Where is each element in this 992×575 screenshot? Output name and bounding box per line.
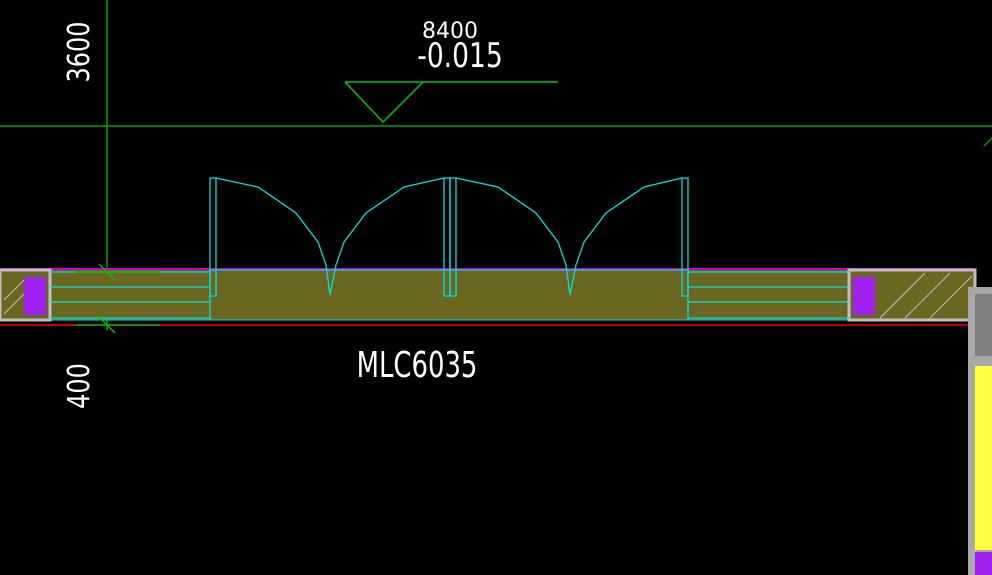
dimension-label-lower: 400 xyxy=(62,363,96,409)
left-column-outline xyxy=(0,268,52,322)
right-column-purple-block xyxy=(853,277,875,315)
dimension-label-upper: 3600 xyxy=(62,21,96,82)
left-column-hatch xyxy=(3,279,25,301)
side-panel xyxy=(968,287,992,575)
window-tag-label: MLC6035 xyxy=(357,345,478,386)
door-leaf xyxy=(449,177,457,297)
right-column-hatch xyxy=(879,272,926,319)
dimension-tick xyxy=(98,263,116,281)
left-column-hatch xyxy=(3,293,25,315)
left-column-purple-block xyxy=(24,277,46,315)
wall-fill xyxy=(0,270,975,320)
left-column xyxy=(0,268,52,322)
right-column-hatch xyxy=(904,272,951,319)
axis-corner-tick xyxy=(983,137,992,147)
door-leaf xyxy=(209,177,217,297)
window-glazing-right xyxy=(688,271,849,319)
side-panel-dark-strip xyxy=(975,294,992,356)
dimension-tick xyxy=(98,316,116,334)
side-panel-yellow-bar xyxy=(975,366,992,550)
elevation-marker-triangle xyxy=(344,81,424,124)
dimension-ticks xyxy=(75,263,160,334)
right-column-hatch xyxy=(929,275,973,319)
door-leaf xyxy=(681,177,689,297)
dimension-label-top: 8400 xyxy=(422,19,478,44)
side-panel-purple-block xyxy=(975,552,992,575)
door-swing-arcs xyxy=(215,177,683,296)
door-swing-arc xyxy=(455,177,683,296)
door-swing-arc xyxy=(215,177,445,296)
wall-section xyxy=(0,268,975,326)
elevation-marker xyxy=(344,81,558,124)
elevation-label: -0.015 xyxy=(417,37,502,76)
door-leaves xyxy=(209,177,689,297)
